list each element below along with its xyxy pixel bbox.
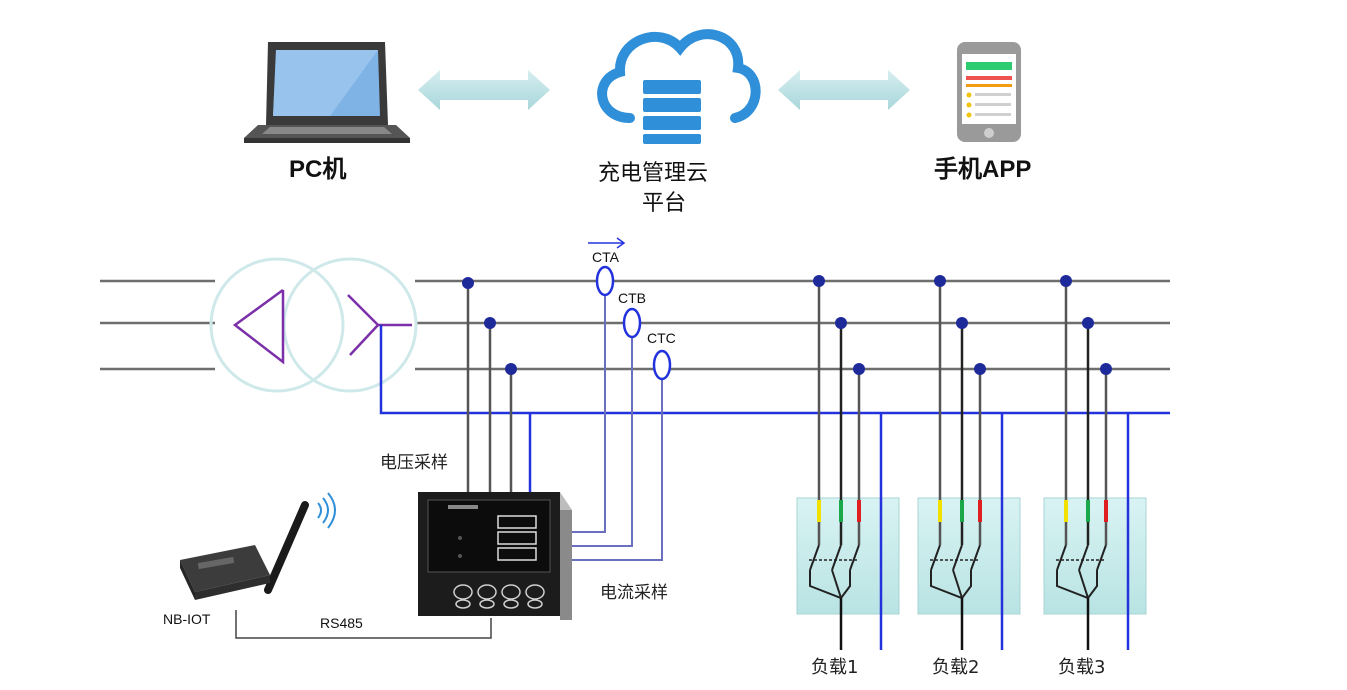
phase-a-marker (1064, 500, 1068, 522)
load-label: 负载3 (1058, 657, 1105, 678)
breaker-box (796, 497, 900, 615)
nbiot-module-device (180, 492, 336, 600)
rs485-bus-line (235, 610, 492, 639)
junction-dot (813, 275, 825, 287)
loads-group: 负载1 负载2 负载3 (796, 275, 1147, 678)
laptop-icon (244, 42, 410, 143)
phase-c-marker (978, 500, 982, 522)
junction-dot (956, 317, 968, 329)
current-transformer-icon (595, 265, 672, 381)
double-arrow-icon (418, 70, 550, 110)
current-sampling-label: 电流采样 (600, 583, 668, 603)
junction-dot (835, 317, 847, 329)
load-branch-1: 负载1 (796, 275, 900, 678)
switch-contact (809, 544, 820, 571)
voltage-sampling-label: 电压采样 (380, 453, 448, 473)
switch-contact (1096, 544, 1107, 571)
voltage-sampling-wires (466, 283, 513, 492)
switch-contact (831, 544, 842, 571)
breaker-box (917, 497, 1021, 615)
double-arrow-icon (778, 70, 910, 110)
junction-dot (1100, 363, 1112, 375)
phase-b-marker (1086, 500, 1090, 522)
phase-c-marker (857, 500, 861, 522)
transformer-symbol (209, 257, 418, 393)
switch-contact (1056, 544, 1067, 571)
junction-dot (974, 363, 986, 375)
switch-contact (1078, 544, 1089, 571)
phase-b-marker (960, 500, 964, 522)
switch-contact (970, 544, 981, 571)
cloud-platform-label-line2: 平台 (642, 191, 686, 216)
power-meter-device (418, 492, 572, 620)
ct-b-label: CTB (618, 290, 646, 306)
cloud-server-icon (597, 29, 761, 144)
ct-a-label: CTA (592, 249, 620, 265)
mobile-app-label: 手机APP (934, 155, 1031, 183)
switch-contact (930, 544, 941, 571)
ct-c-label: CTC (647, 330, 676, 346)
nbiot-label: NB-IOT (163, 611, 211, 627)
load-branch-2: 负载2 (917, 275, 1021, 678)
cloud-platform-label-line1: 充电管理云 (598, 161, 708, 186)
phase-a-marker (938, 500, 942, 522)
pc-label: PC机 (289, 156, 346, 183)
switch-contact (952, 544, 963, 571)
phase-a-marker (817, 500, 821, 522)
load-branch-3: 负载3 (1043, 275, 1147, 678)
load-label: 负载2 (932, 657, 979, 678)
phase-bus-lines (100, 279, 1170, 371)
switch-output-bus (952, 569, 963, 599)
rs485-label: RS485 (320, 615, 363, 631)
load-label: 负载1 (811, 657, 858, 678)
ct-direction-arrow-icon (588, 237, 626, 249)
junction-dot (934, 275, 946, 287)
phase-c-marker (1104, 500, 1108, 522)
switch-output-bus (1078, 569, 1089, 599)
junction-dots (462, 277, 517, 375)
junction-dot (1060, 275, 1072, 287)
smartphone-icon (957, 42, 1021, 142)
junction-dot (1082, 317, 1094, 329)
switch-output-bus (831, 569, 842, 599)
junction-dot (853, 363, 865, 375)
phase-b-marker (839, 500, 843, 522)
breaker-box (1043, 497, 1147, 615)
neutral-line (379, 325, 1170, 492)
current-sampling-wires (562, 295, 663, 561)
switch-contact (849, 544, 860, 571)
